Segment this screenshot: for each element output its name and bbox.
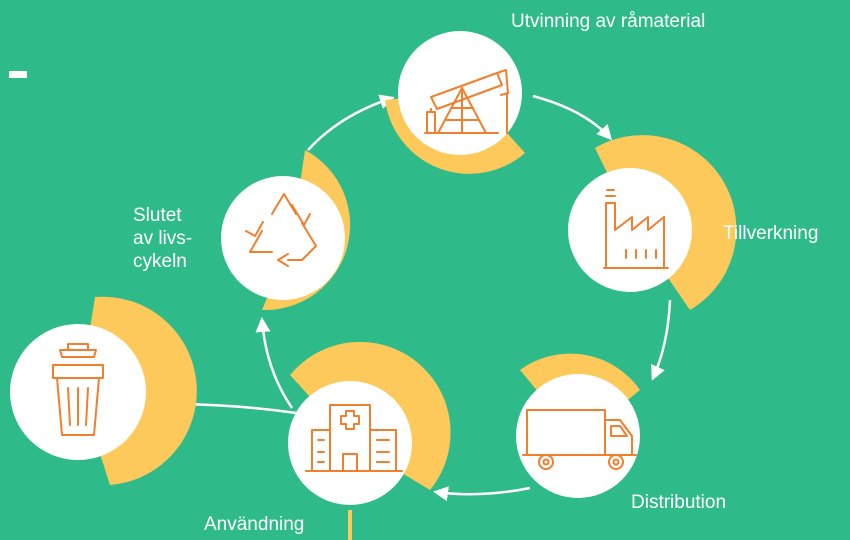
label-manufacturing: Tillverkning xyxy=(723,223,819,244)
label-use: Användning xyxy=(204,514,305,535)
arrow-endoflife-to-extraction xyxy=(307,94,395,151)
label-distribution: Distribution xyxy=(631,492,727,513)
oil-pump-icon xyxy=(424,69,509,134)
corner-mark xyxy=(9,71,27,78)
circle-endoflife xyxy=(221,176,345,300)
stage-circles xyxy=(10,31,692,505)
arrow-extraction-to-manufacturing xyxy=(532,94,612,141)
arrow-distribution-to-use xyxy=(433,486,531,502)
label-end-of-life-line-3: cykeln xyxy=(133,251,187,272)
truck-icon xyxy=(522,409,637,470)
circle-distribution xyxy=(516,374,640,498)
use-tick xyxy=(348,510,352,540)
label-end-of-life-line-1: Slutet xyxy=(133,205,182,226)
label-end-of-life-line-2: av livs- xyxy=(133,228,193,249)
label-extraction: Utvinning av råmaterial xyxy=(511,11,706,32)
label-end-of-life: Slutet av livs- cykeln xyxy=(133,204,192,273)
hospital-icon xyxy=(305,404,403,472)
arrow-use-to-disposal xyxy=(177,396,297,415)
arrow-manufacturing-to-distribution xyxy=(651,299,672,381)
cycle-arrows xyxy=(177,94,672,502)
trash-bin-icon xyxy=(52,343,104,436)
circle-manufacturing xyxy=(568,168,692,292)
arrow-use-to-endoflife xyxy=(255,317,294,409)
factory-icon xyxy=(603,189,669,269)
recycle-icon xyxy=(245,193,317,267)
circle-use xyxy=(288,381,412,505)
